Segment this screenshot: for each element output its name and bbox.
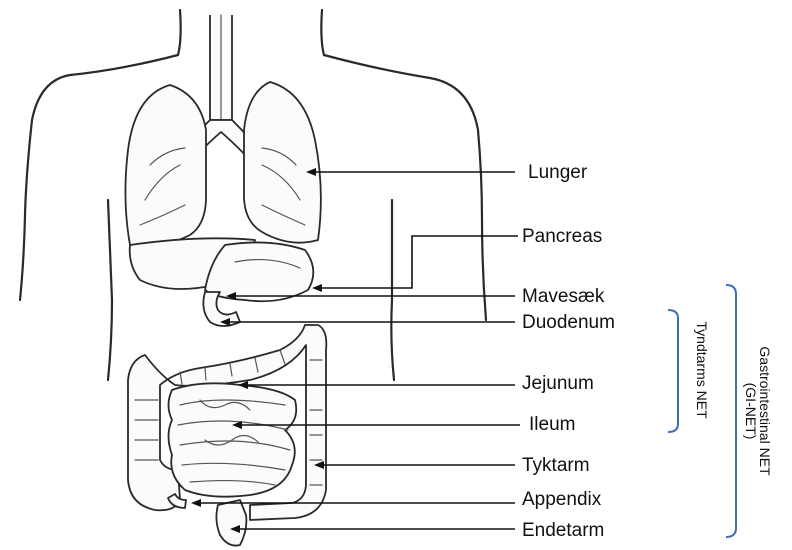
label-pancreas: Pancreas: [522, 226, 602, 247]
label-appendix: Appendix: [522, 489, 602, 510]
label-endetarm: Endetarm: [522, 520, 604, 541]
label-ileum: Ileum: [529, 414, 575, 435]
small-intestine: [169, 383, 297, 496]
bracket-gastrointestinal: [726, 285, 736, 537]
label-tyktarm: Tyktarm: [522, 455, 590, 476]
group-labels: Tyndtarms NET Gastrointestinal NET (GI-N…: [694, 321, 773, 476]
arrow-appendix: [191, 499, 201, 507]
rectum: [216, 500, 246, 546]
label-gi-net: (GI-NET): [743, 383, 759, 440]
label-jejunum: Jejunum: [522, 373, 594, 394]
organ-labels: Lunger Pancreas Mavesæk Duodenum Jejunum…: [522, 162, 615, 541]
label-lunger: Lunger: [528, 162, 588, 183]
label-mavesaek: Mavesæk: [522, 286, 605, 307]
arrow-pancreas: [312, 284, 322, 292]
bracket-tyndtarms: [668, 310, 678, 432]
label-tyndtarms-net: Tyndtarms NET: [694, 321, 710, 419]
liver-stomach: [130, 238, 314, 301]
label-duodenum: Duodenum: [522, 312, 615, 333]
leader-pancreas: [318, 236, 518, 288]
